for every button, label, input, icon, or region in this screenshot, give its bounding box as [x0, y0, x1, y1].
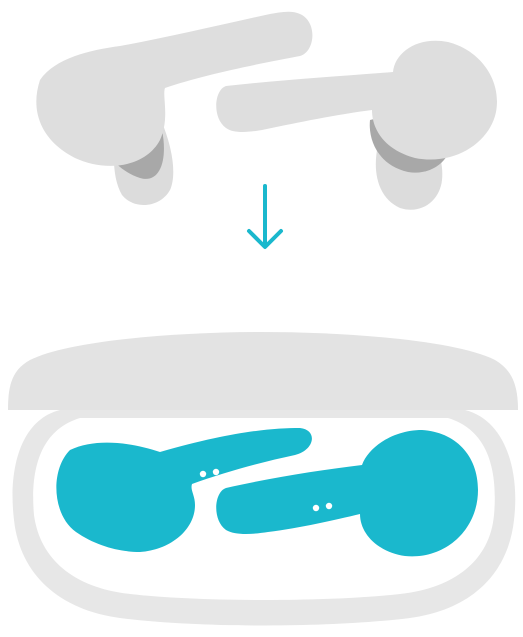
- right-slot-dot: [313, 505, 319, 511]
- left-slot-dot: [200, 471, 206, 477]
- arrow-down-icon: [249, 186, 281, 247]
- charging-case-icon: [8, 332, 518, 626]
- left-slot-dot: [213, 469, 219, 475]
- right-earbud-icon: [216, 41, 497, 210]
- right-slot-dot: [326, 503, 332, 509]
- case-lid: [8, 332, 518, 410]
